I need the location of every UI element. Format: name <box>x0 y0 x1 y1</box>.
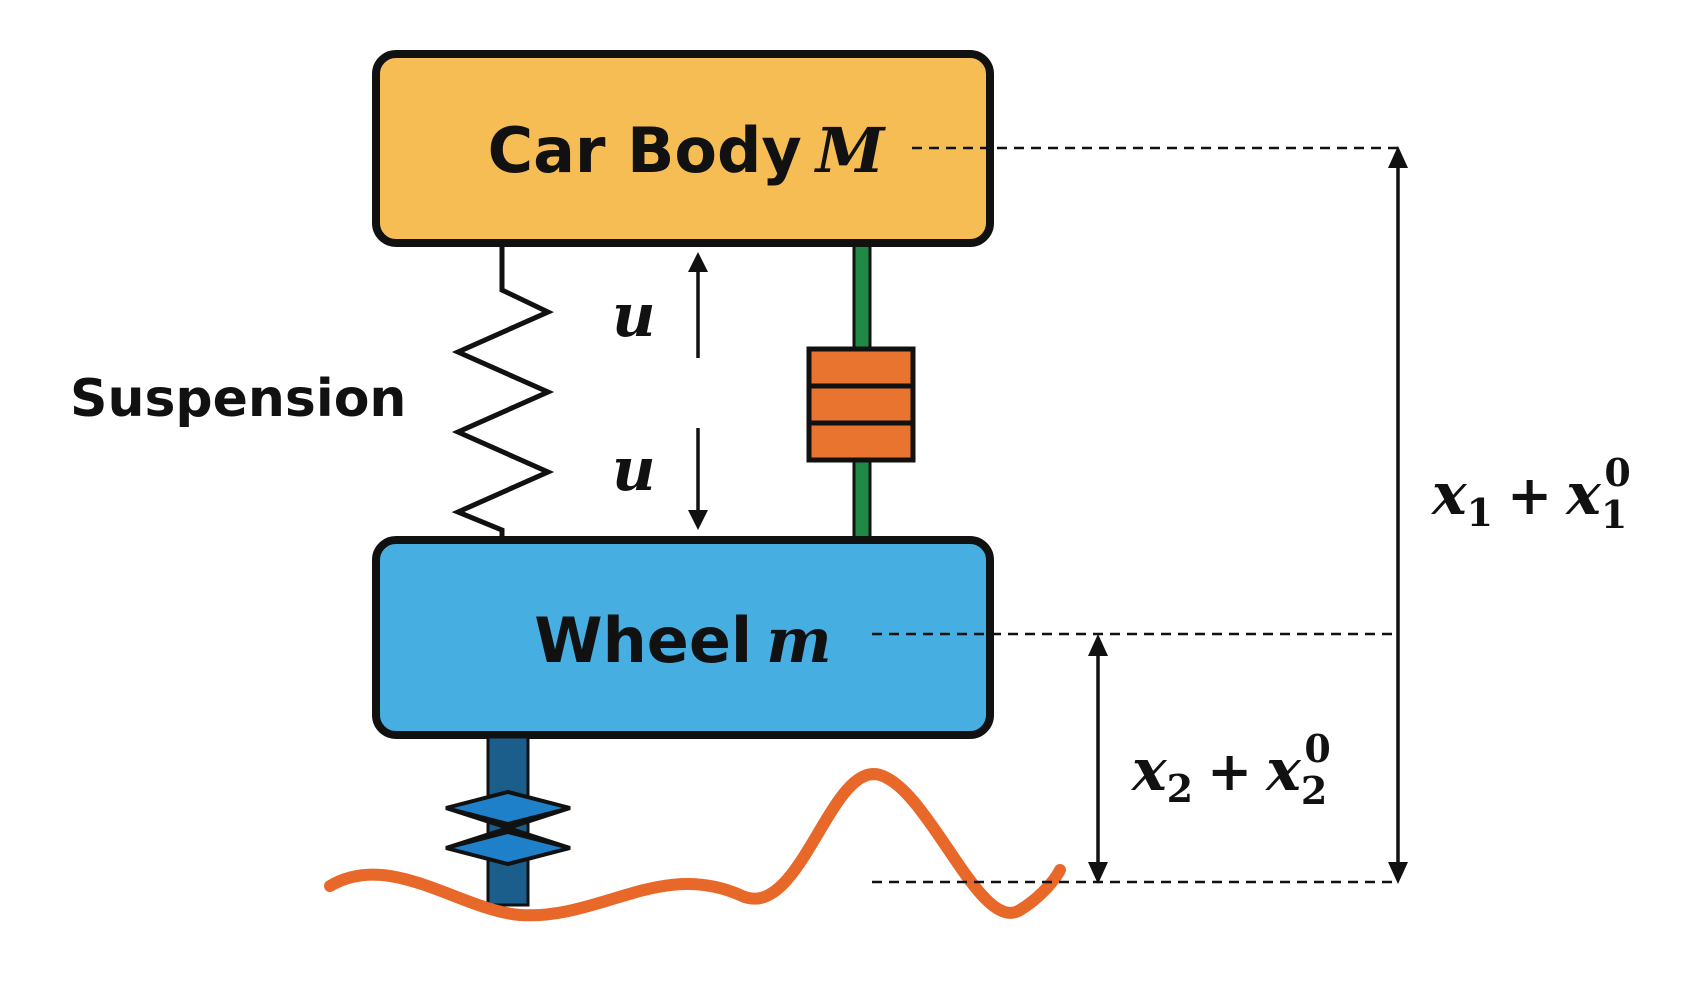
wheel-displacement-label: x2+x20 <box>1130 726 1331 813</box>
force-arrow-down <box>688 428 708 530</box>
tire-spring <box>445 735 571 907</box>
road-profile <box>324 768 1066 922</box>
suspension-spring <box>451 243 555 540</box>
damper-rod-top <box>852 241 872 351</box>
force-label-down: u <box>612 435 656 505</box>
suspension-damper <box>806 241 916 542</box>
damper-rod-bottom <box>852 458 872 542</box>
wheel-displacement-arrow <box>1088 634 1108 884</box>
damper-body <box>806 346 916 463</box>
car-body-displacement-label: x1+x10 <box>1430 450 1631 537</box>
suspension-label: Suspension <box>70 369 406 429</box>
force-arrow-up <box>688 252 708 358</box>
car-body-displacement-arrow <box>1388 146 1408 884</box>
force-label-up: u <box>612 281 656 351</box>
